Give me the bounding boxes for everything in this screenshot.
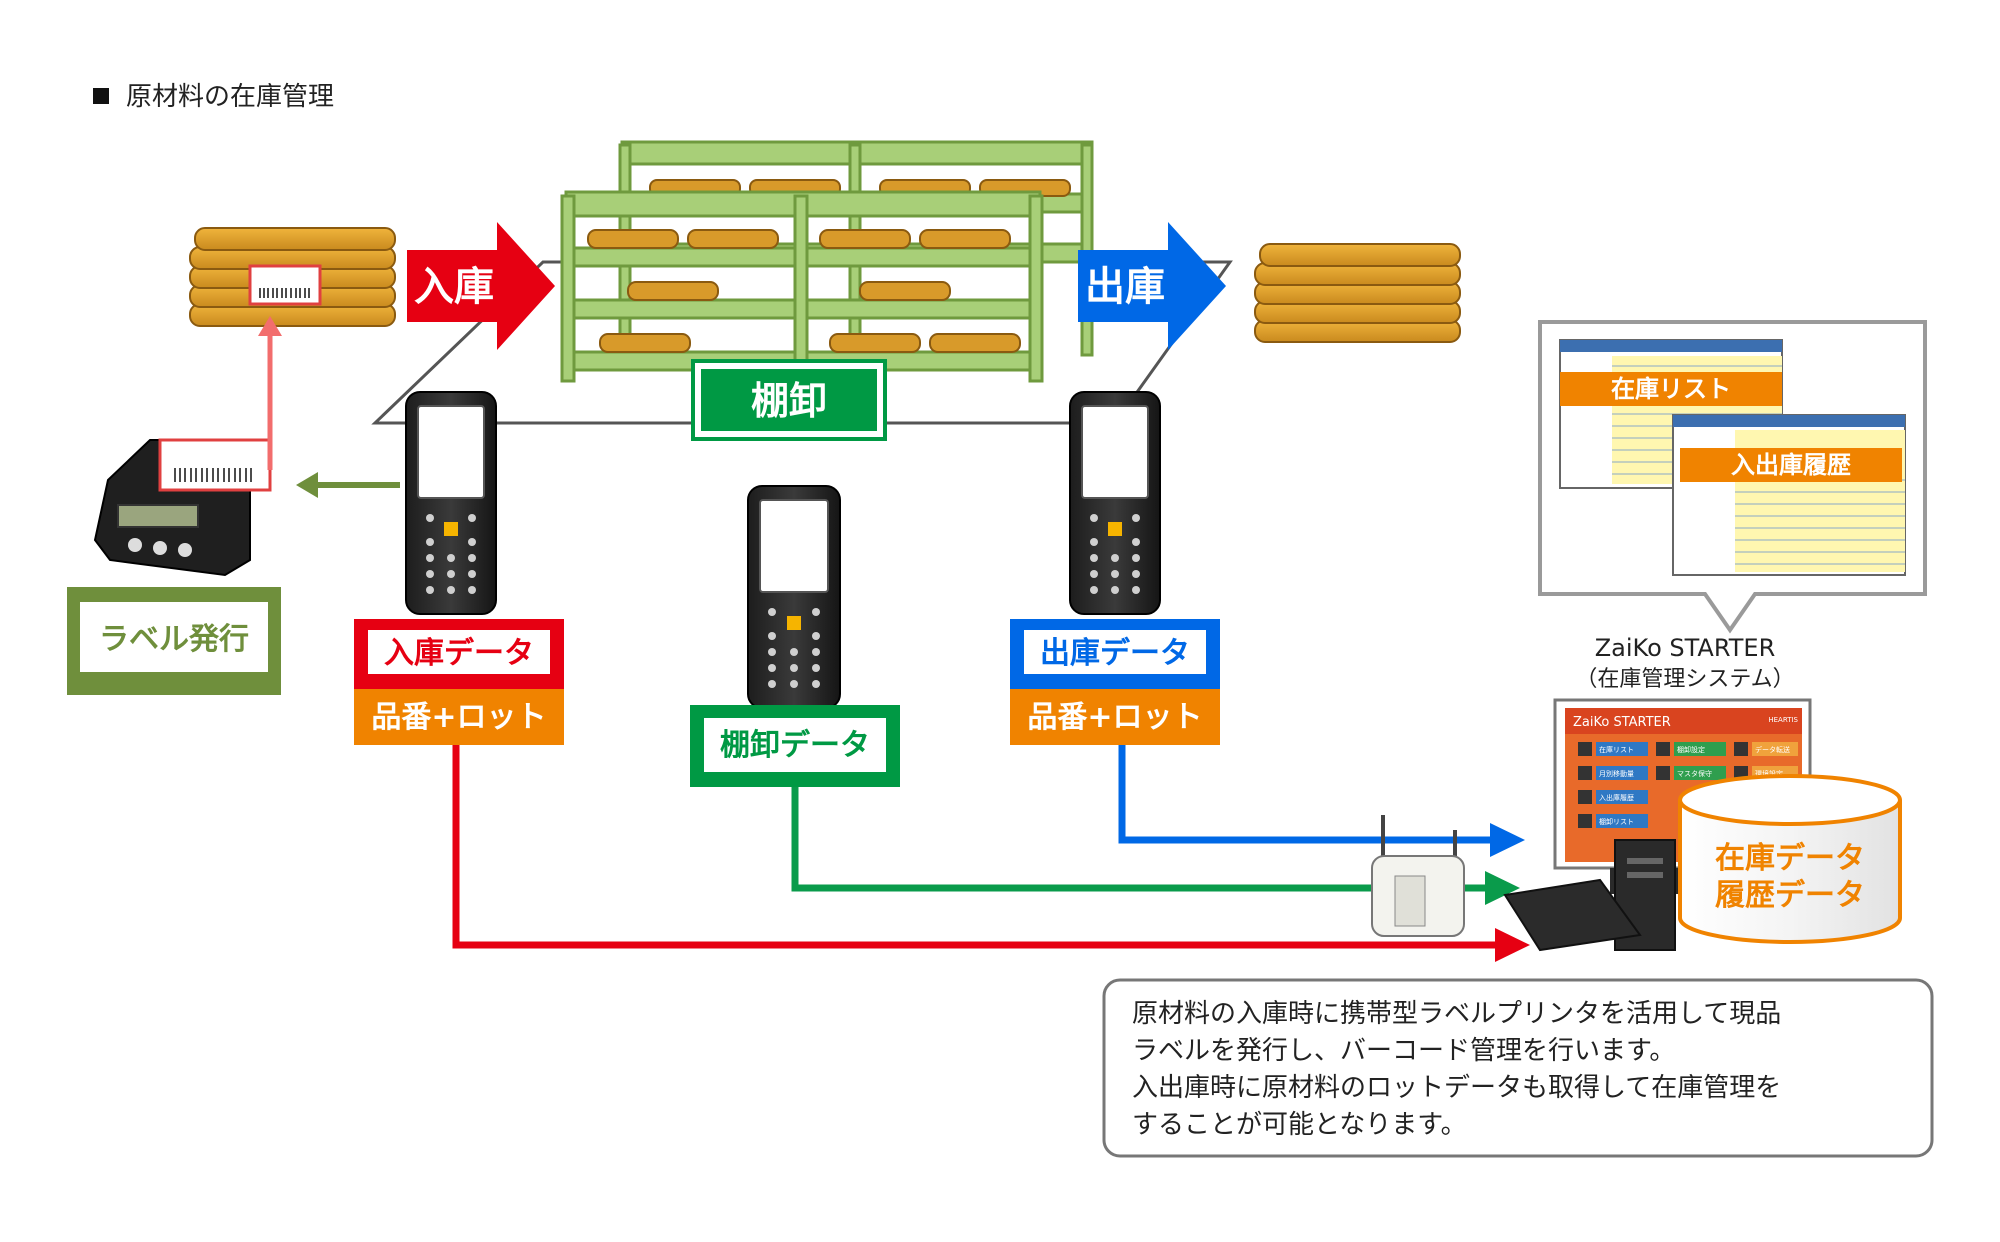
system-subtitle: （在庫管理システム）	[1575, 667, 1794, 692]
app-menu-item: マスタ保守	[1677, 769, 1712, 778]
terminal-to-printer-arrow	[296, 472, 400, 498]
inventory-count-label: 棚卸	[751, 379, 827, 423]
handheld-terminal-inbound	[405, 391, 497, 615]
note-line-1: 原材料の入庫時に携帯型ラベルプリンタを活用して現品	[1132, 999, 1781, 1029]
inventory-data-flow	[791, 787, 1520, 905]
stock-list-screen: 在庫リスト	[1559, 339, 1783, 489]
keyboard	[1503, 878, 1642, 952]
printed-label	[158, 438, 272, 492]
note-line-4: することが可能となります。	[1132, 1110, 1467, 1140]
inbound-arrow: 入庫	[407, 222, 555, 350]
app-menu-item: 環境設定	[1755, 769, 1783, 778]
app-menu-item: 在庫リスト	[1599, 745, 1634, 754]
outbound-data-sub: 品番+ロット	[1027, 700, 1202, 735]
page-title: 原材料の在庫管理	[93, 82, 334, 112]
stock-list-label: 在庫リスト	[1611, 375, 1731, 403]
outbound-label: 出庫	[1085, 264, 1165, 310]
system-name: ZaiKo STARTER	[1595, 634, 1776, 662]
label-issue-text: ラベル発行	[99, 622, 249, 657]
database-cylinder: 在庫データ 履歴データ	[1678, 774, 1902, 944]
inbound-data-title: 入庫データ	[384, 636, 534, 671]
app-menu-item: 入出庫履歴	[1599, 793, 1634, 802]
history-screen: 入出庫履歴	[1672, 414, 1906, 576]
inbound-data-flow	[452, 745, 1530, 962]
note-line-3: 入出庫時に原材料のロットデータも取得して在庫管理を	[1132, 1073, 1781, 1103]
outbound-data-title: 出庫データ	[1040, 636, 1190, 671]
history-label: 入出庫履歴	[1731, 451, 1851, 479]
handheld-terminal-outbound	[1069, 391, 1161, 615]
inventory-data-title: 棚卸データ	[720, 728, 870, 763]
app-brand: ZaiKo STARTER	[1573, 715, 1671, 730]
inbound-data-sub: 品番+ロット	[371, 700, 546, 735]
label-issue-box: ラベル発行	[67, 587, 281, 695]
incoming-goods-stack	[189, 227, 396, 327]
outgoing-goods-stack	[1254, 243, 1461, 343]
app-vendor: HEARTIS	[1768, 716, 1798, 724]
storage-shelves	[560, 140, 1094, 383]
outbound-data-flow	[1118, 745, 1525, 857]
outbound-data-box: 出庫データ 品番+ロット	[1010, 619, 1220, 745]
description-note: 原材料の入庫時に携帯型ラベルプリンタを活用して現品 ラベルを発行し、バーコード管…	[1102, 978, 1934, 1158]
database-line-2: 履歴データ	[1715, 878, 1865, 913]
inbound-label: 入庫	[414, 264, 494, 310]
inbound-data-box: 入庫データ 品番+ロット	[354, 619, 564, 745]
page-title-text: 原材料の在庫管理	[126, 82, 334, 112]
label-to-goods-arrow	[258, 316, 282, 470]
inventory-count-badge: 棚卸	[691, 359, 887, 441]
database-line-1: 在庫データ	[1715, 841, 1865, 876]
app-menu-item: 棚卸設定	[1677, 745, 1705, 754]
note-line-2: ラベルを発行し、バーコード管理を行います。	[1132, 1036, 1675, 1066]
barcode-label	[248, 264, 322, 306]
outbound-arrow: 出庫	[1078, 222, 1226, 350]
screens-callout: 在庫リスト 入出庫履歴	[1538, 320, 1927, 634]
app-menu-item: データ転送	[1755, 745, 1790, 754]
wireless-access-point	[1371, 815, 1465, 937]
inventory-data-box: 棚卸データ	[690, 705, 900, 787]
app-menu-item: 棚卸リスト	[1599, 817, 1634, 826]
app-menu-item: 月別移動量	[1599, 769, 1634, 778]
handheld-terminal-inventory	[747, 485, 841, 709]
